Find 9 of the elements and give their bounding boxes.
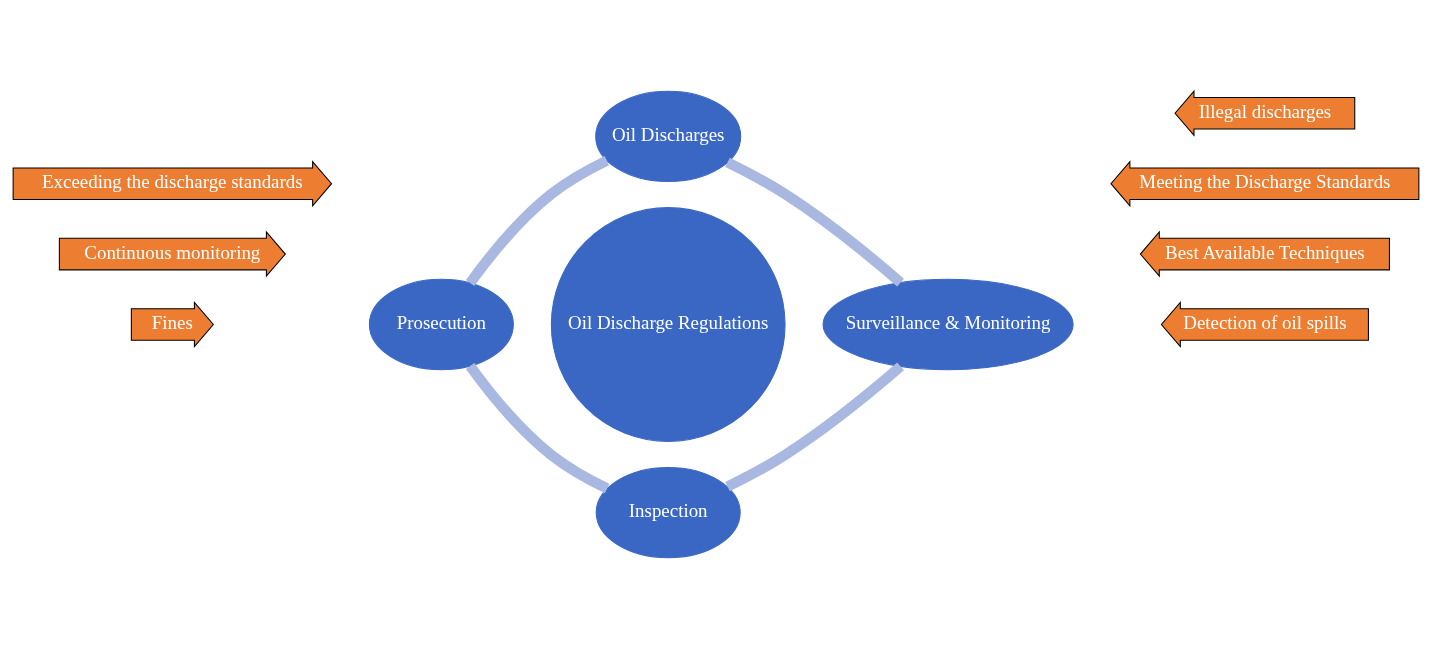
connector [465, 155, 610, 286]
node-ellipse: Surveillance & Monitoring [822, 278, 1074, 370]
node-ellipse: Inspection [595, 466, 741, 558]
node-ellipse: Prosecution [368, 278, 514, 370]
node-ellipse: Oil Discharges [595, 90, 742, 182]
connector [725, 157, 904, 287]
connector [465, 362, 610, 493]
connector [725, 361, 904, 491]
node-circle: Oil Discharge Regulations [550, 206, 786, 442]
